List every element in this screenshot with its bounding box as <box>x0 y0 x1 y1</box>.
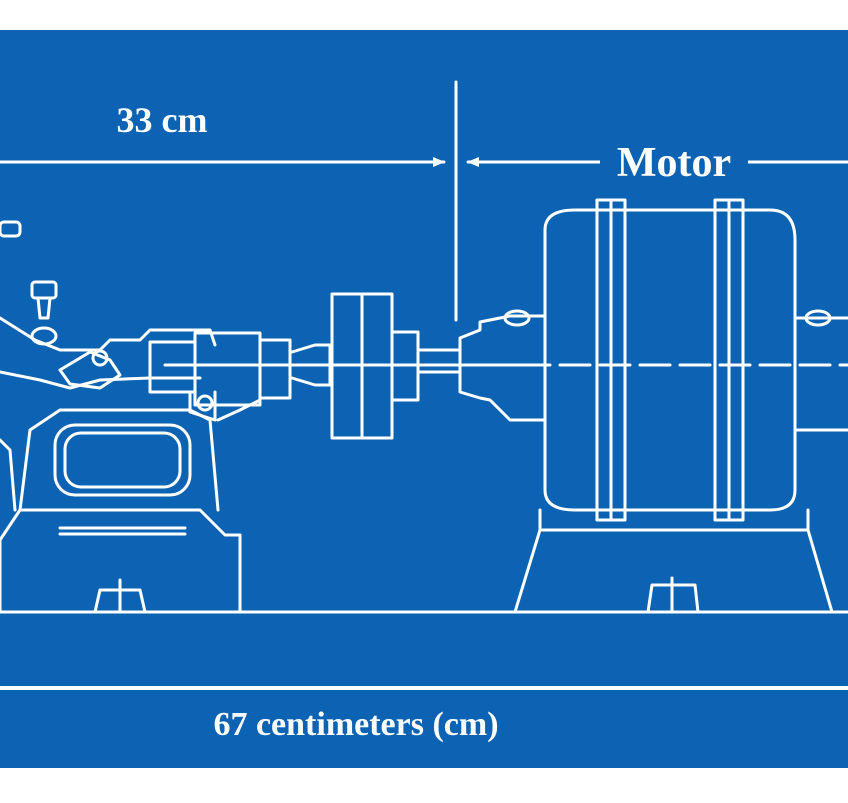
coupling-shaft <box>290 292 522 440</box>
motor-label-backdrop <box>600 140 748 186</box>
total-length-label: 67 centimeters (cm) <box>213 706 498 743</box>
motor <box>458 198 848 614</box>
lathe-body <box>0 220 302 614</box>
half-length-label: 33 cm <box>117 100 208 140</box>
motor-label: Motor <box>617 140 731 186</box>
